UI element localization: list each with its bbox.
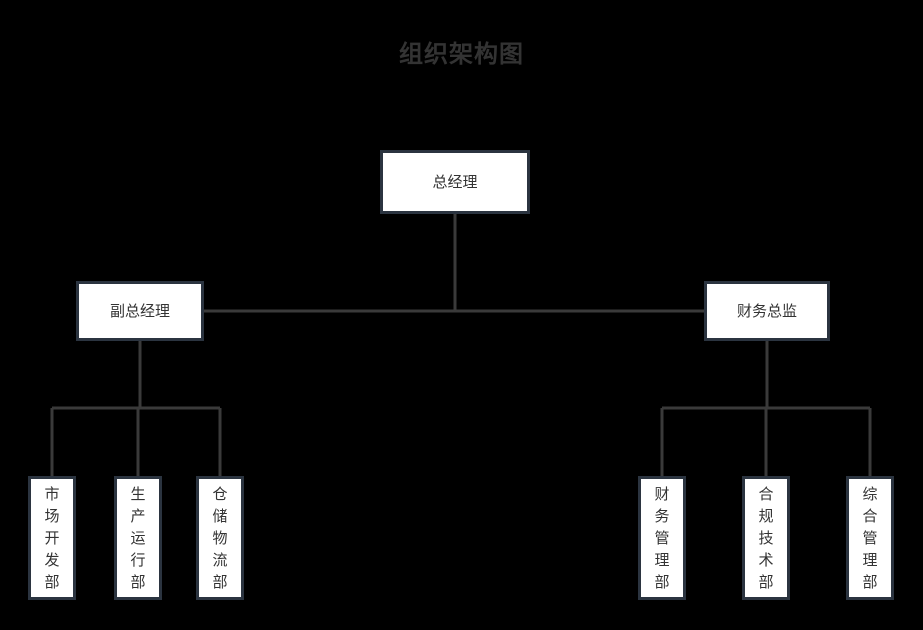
node-general-management-dept-label: 综合管理部 <box>862 485 878 591</box>
node-production-operations-dept[interactable]: 生产运行部 <box>114 476 162 600</box>
node-warehouse-logistics-dept-label: 仓储物流部 <box>212 485 228 591</box>
node-general-manager-label: 总经理 <box>432 173 478 191</box>
node-deputy-general-manager-label: 副总经理 <box>109 302 170 320</box>
node-general-management-dept[interactable]: 综合管理部 <box>846 476 894 600</box>
node-financial-management-dept-label: 财务管理部 <box>654 485 670 591</box>
node-compliance-technology-dept-label: 合规技术部 <box>758 485 774 591</box>
node-warehouse-logistics-dept[interactable]: 仓储物流部 <box>196 476 244 600</box>
node-market-development-dept[interactable]: 市场开发部 <box>28 476 76 600</box>
node-finance-director[interactable]: 财务总监 <box>704 281 830 341</box>
node-finance-director-label: 财务总监 <box>736 302 797 320</box>
page-title: 组织架构图 <box>399 40 524 68</box>
node-deputy-general-manager[interactable]: 副总经理 <box>76 281 204 341</box>
node-compliance-technology-dept[interactable]: 合规技术部 <box>742 476 790 600</box>
node-financial-management-dept[interactable]: 财务管理部 <box>638 476 686 600</box>
node-production-operations-dept-label: 生产运行部 <box>130 485 146 591</box>
node-market-development-dept-label: 市场开发部 <box>44 485 60 591</box>
node-general-manager[interactable]: 总经理 <box>380 150 530 214</box>
